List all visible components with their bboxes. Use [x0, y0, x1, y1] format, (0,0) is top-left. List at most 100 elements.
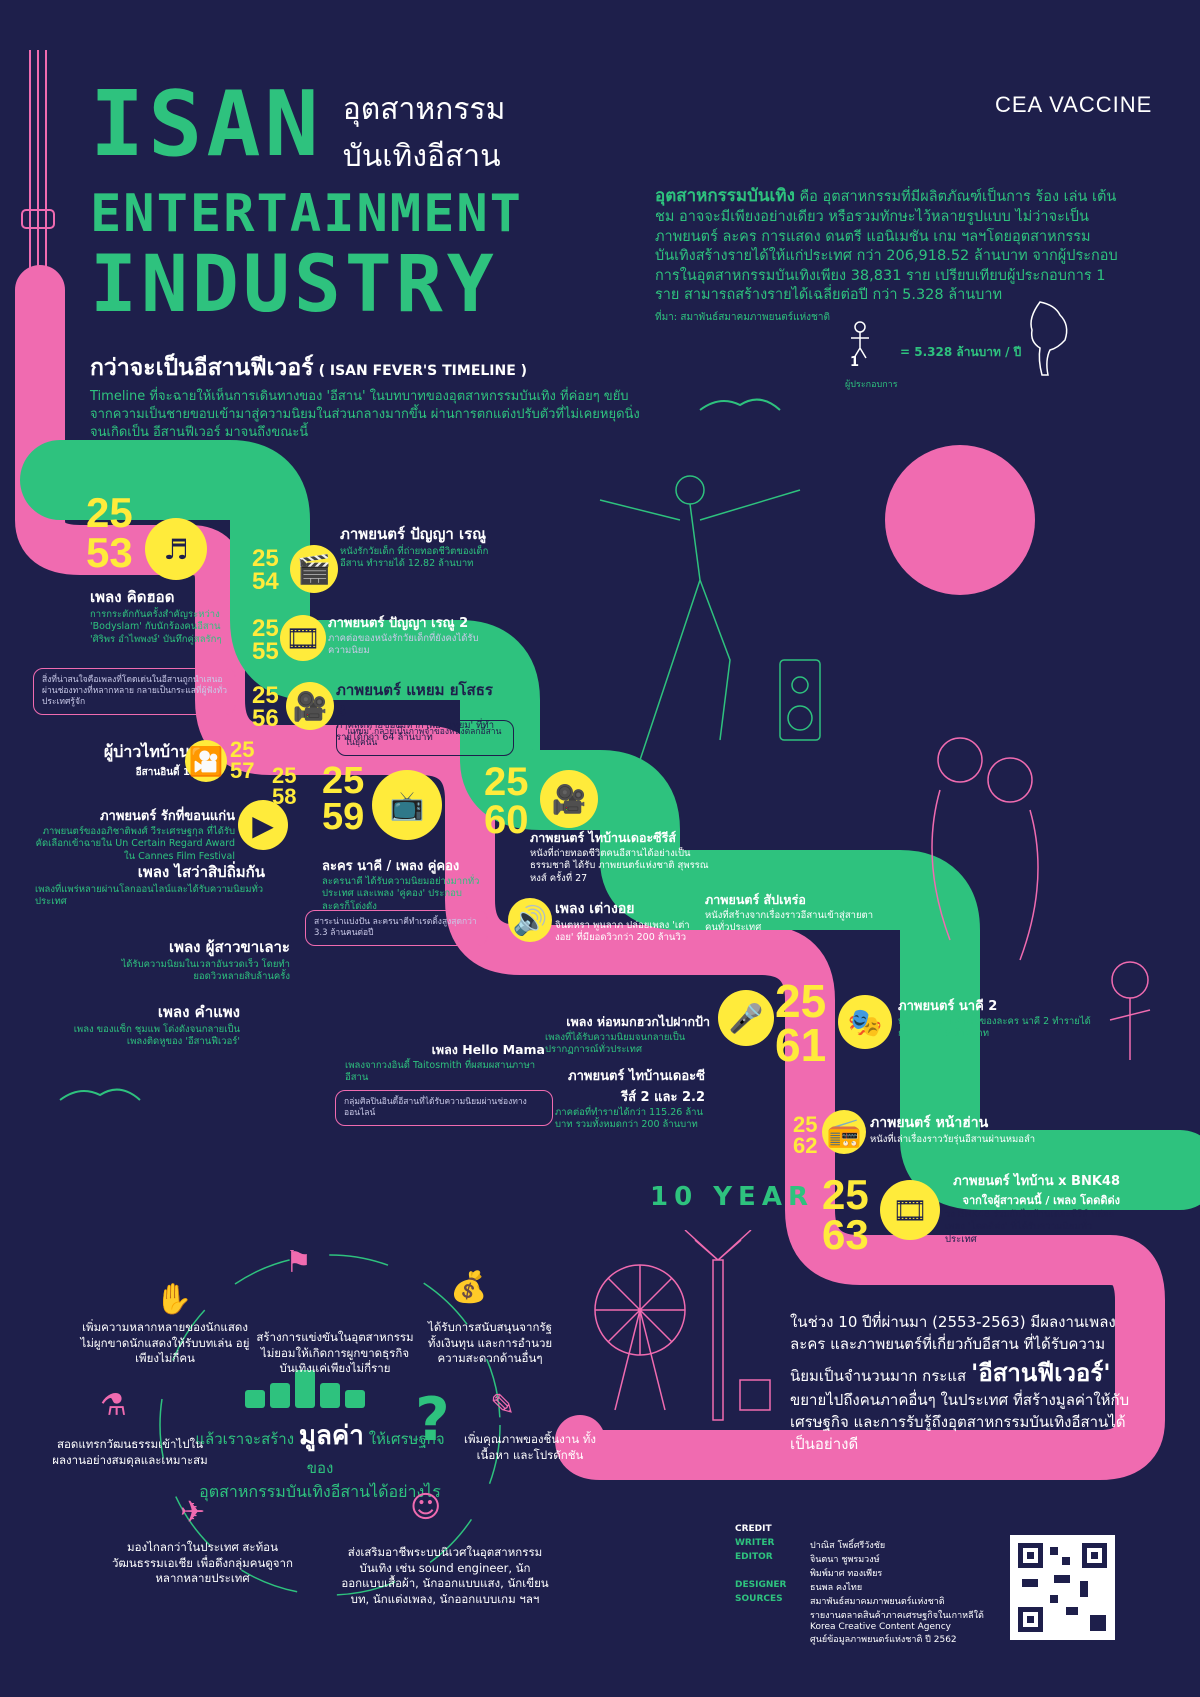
- credit-heading: CREDIT: [735, 1524, 772, 1534]
- couple-illustration: [931, 737, 1151, 1060]
- credit-label: [735, 1632, 810, 1646]
- credit-value: สมาพันธ์สมาคมภาพยนตร์แห่งชาติ: [810, 1597, 945, 1607]
- microphone-icon: 🎤: [718, 990, 774, 1046]
- mortar-icon: ⚗: [100, 1388, 127, 1423]
- note-2561: กลุ่มศิลปินอินดี้อีสานที่ได้รับความนิยมผ…: [335, 1090, 553, 1127]
- credit-row: พิมพ์มาศ ทองเพียร: [735, 1566, 1025, 1580]
- title-industry: INDUSTRY: [90, 240, 498, 330]
- event-2556: ภาพยนตร์ แหยม ยโสธร 3 ภาคสุดท้ายของมหากา…: [336, 681, 495, 744]
- credit-label: [735, 1608, 810, 1622]
- impact-item-global: มองไกลกว่าในประเทศ สะท้อนวัฒนธรรมเอเชีย …: [112, 1540, 293, 1586]
- money-bag-icon: 💰: [450, 1270, 488, 1305]
- podium-icon: ⚑: [285, 1245, 312, 1280]
- timeline-title-en: ( ISAN FEVER'S TIMELINE ): [318, 363, 528, 379]
- event-2560-song: เพลง เต่างอย จินตหรา พูนลาภ ปล่อยเพลง 'เ…: [555, 901, 690, 944]
- title-thai-2: บันเทิงอีสาน: [342, 139, 501, 174]
- impact-item-state: ได้รับการสนับสนุนจากรัฐ ทั้งเงินทุน และก…: [427, 1320, 553, 1366]
- credit-value: ปาณิส โพธิ์ศรีวังชัย: [810, 1541, 886, 1551]
- crew-icon: ☺: [410, 1490, 442, 1525]
- summary-trend: 'อีสานฟีเวอร์': [970, 1358, 1111, 1387]
- intro-lead: อุตสาหกรรมบันเทิง: [655, 186, 795, 206]
- credit-row: ศูนย์ข้อมูลภาพยนตร์แห่งชาติ ปี 2562: [735, 1632, 1025, 1646]
- timeline-title-th: กว่าจะเป็นอีสานฟีเวอร์: [90, 355, 314, 381]
- logo-text: CEA VACCINE: [995, 92, 1153, 117]
- credit-value: ศูนย์ข้อมูลภาพยนตร์แห่งชาติ ปี 2562: [810, 1635, 957, 1645]
- credit-label: WRITER: [735, 1538, 775, 1548]
- header: ISAN อุตสาหกรรม บันเทิงอีสาน ENTERTAINME…: [90, 72, 610, 330]
- video-icon: ▶: [238, 800, 288, 850]
- qr-code[interactable]: [1010, 1535, 1115, 1640]
- stat-value: = 5.328 ล้านบาท / ปี: [900, 345, 1022, 359]
- impact-ring: [159, 1254, 501, 1596]
- stat-label: ผู้ประกอบการ: [845, 380, 898, 390]
- impact-question: แล้วเราจะสร้าง มูลค่า ให้เศรษฐกิจของ อุต…: [195, 1421, 445, 1501]
- event-2561-song: เพลง ห่อหมกฮวกไปฝากป้า เพลงที่ได้รับความ…: [545, 1014, 710, 1056]
- event-2557: ผู้บ่าวไทบ้าน อีสานอินดี้ 1: [103, 742, 190, 778]
- intro: อุตสาหกรรมบันเทิง คือ อุตสาหกรรมที่มีผลิ…: [655, 185, 1130, 325]
- summary: ในช่วง 10 ปีที่ผ่านมา (2553-2563) มีผลงา…: [790, 1312, 1130, 1456]
- coin-stack-icon: [245, 1370, 365, 1408]
- event-2561-film: ภาพยนตร์ ไทบ้านเดอะซีรีส์ 2 และ 2.2 ภาคต…: [555, 1069, 705, 1131]
- movie-camera-icon: 🎥: [540, 770, 598, 828]
- credit-row: EDITOR จินตนา ชูพรมวงษ์: [735, 1552, 1025, 1566]
- credit-value: Korea Creative Content Agency: [810, 1622, 952, 1632]
- radio-icon: 📻: [822, 1110, 866, 1154]
- question-mark-icon: ?: [415, 1385, 450, 1455]
- event-2554: ภาพยนตร์ ปัญญา เรณู หนังรักวัยเด็ก ที่ถ่…: [340, 525, 489, 570]
- event-2561-naki2: ภาพยนตร์ นาคี 2 หลังจากความสำเร็จของละคร…: [898, 999, 1091, 1040]
- event-2558-film: ภาพยนตร์ รักที่ขอนแก่น ภาพยนตร์ของอภิชาต…: [35, 809, 235, 862]
- event-2559: ละคร นาคี / เพลง คู่คอง ละครนาคี ได้รับค…: [322, 859, 480, 912]
- ten-year-badge: 10 YEAR: [650, 1182, 814, 1212]
- speaker-icon: 🔊: [508, 898, 552, 942]
- title-isan: ISAN: [90, 72, 323, 177]
- credit-value: พิมพ์มาศ ทองเพียร: [810, 1569, 883, 1579]
- intro-source: ที่มา: สมาพันธ์สมาคมภาพยนตร์แห่งชาติ: [655, 311, 830, 323]
- summary-prefix: ในช่วง 10 ปีที่ผ่านมา (2553-2563) มีผลงา…: [790, 1313, 1116, 1385]
- credit-label: SOURCES: [735, 1594, 783, 1604]
- title-thai-1: อุตสาหกรรม: [342, 92, 506, 127]
- stat-count: 1: [850, 355, 860, 370]
- summary-suffix: ขยายไปถึงคนภาคอื่นๆ ในประเทศ ที่สร้างมูล…: [790, 1391, 1130, 1453]
- ferris-wheel-illustration: [594, 1230, 771, 1421]
- impact-item-quality: เพิ่มคุณภาพของชิ้นงาน ทั้งเนื้อหา และโปร…: [464, 1432, 596, 1462]
- pen-tablet-icon: ✎: [490, 1388, 516, 1423]
- event-2558-song1: เพลง ไสว่าสิบ่ถิ่มกัน เพลงที่แพร่หลายผ่า…: [35, 863, 265, 908]
- impact-item-competition: สร้างการแข่งขันในอุตสาหกรรม ไม่ยอมให้เกิ…: [256, 1330, 414, 1376]
- person-icon: [851, 321, 869, 359]
- credit-label: DESIGNER: [735, 1580, 787, 1590]
- event-2563: ภาพยนตร์ ไทบ้าน x BNK48 จากใจผู้สาวคนนี้…: [945, 1174, 1120, 1245]
- camera-icon: 🎥: [286, 682, 334, 730]
- credit-value: รายงานตลาดสินค้าภาคเศรษฐกิจในเกาหลีใต้: [810, 1611, 984, 1621]
- timeline-desc: Timeline ที่จะฉายให้เห็นการเดินทางของ 'อ…: [90, 389, 640, 441]
- note-2553: สิ่งที่น่าสนใจคือเพลงที่โดดเด่นในอีสานถู…: [33, 668, 236, 716]
- summary-trend-label: กระแส: [922, 1366, 967, 1385]
- intro-text: คือ อุตสาหกรรมที่มีผลิตภัณฑ์เป็นการ ร้อง…: [655, 189, 1118, 304]
- note-2556: 'แหยม' กลายเป็นภาพจำของหนังตลกอีสานในยุค…: [336, 720, 514, 757]
- hands-icon: ✋: [155, 1282, 193, 1317]
- event-2558-song2: เพลง ผู้สาวขาเลาะ ได้รับความนิยมในเวลาอั…: [121, 938, 290, 983]
- credit-label: [735, 1566, 810, 1580]
- impact-item-culture: สอดแทรกวัฒนธรรมเข้าไปใน ผลงานอย่างสมดุลแ…: [52, 1437, 208, 1467]
- tv-icon: 📺: [372, 770, 442, 840]
- cea-logo: CEA VACCINE: [995, 92, 1152, 118]
- clapperboard-icon: 🎬: [290, 545, 338, 593]
- credit-row: SOURCES สมาพันธ์สมาคมภาพยนตร์แห่งชาติ: [735, 1594, 1025, 1608]
- globe-plane-icon: ✈: [180, 1495, 206, 1530]
- credit-row: รายงานตลาดสินค้าภาคเศรษฐกิจในเกาหลีใต้: [735, 1608, 1025, 1622]
- credit-label: EDITOR: [735, 1552, 773, 1562]
- dancer-illustration: [599, 475, 821, 761]
- event-2560-film2: ภาพยนตร์ สัปเหร่อ หนังที่สร้างจากเรื่องร…: [705, 892, 874, 934]
- event-2562: ภาพยนตร์ หน้าฮ่าน หนังที่เล่าเรื่องราววั…: [870, 1115, 1036, 1145]
- event-2555: ภาพยนตร์ ปัญญา เรณู 2 ภาคต่อของหนังรักวั…: [328, 616, 479, 657]
- credit-value: จินตนา ชูพรมวงษ์: [810, 1555, 880, 1565]
